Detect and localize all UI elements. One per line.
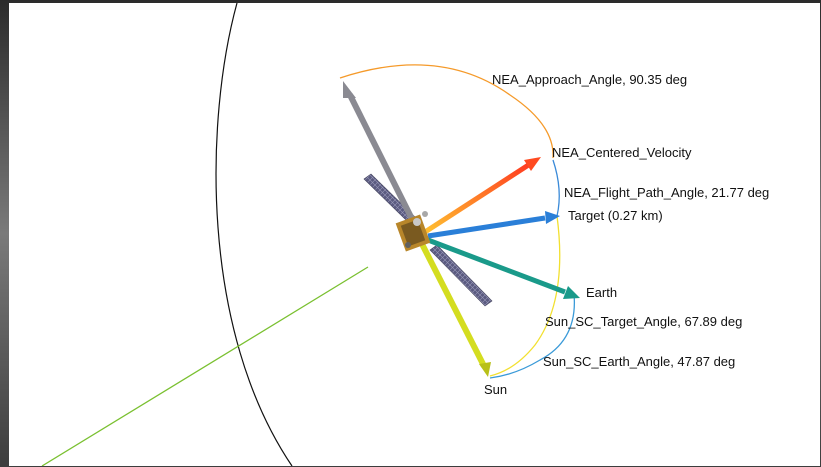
central-body-limb	[215, 3, 293, 466]
velocity-vector	[423, 157, 541, 235]
sun-sc-target-angle-arc	[489, 215, 561, 377]
centered-velocity-label: NEA_Centered_Velocity	[552, 145, 692, 160]
solar-panel-lower	[429, 244, 493, 307]
sun-label: Sun	[484, 382, 507, 397]
3d-viewport[interactable]: NEA_Approach_Angle, 90.35 deg NEA_Center…	[9, 3, 820, 466]
approach-vector	[343, 81, 418, 227]
target-label: Target (0.27 km)	[568, 208, 663, 223]
flight-path-angle-arc	[552, 159, 560, 217]
sun-sc-earth-angle-label: Sun_SC_Earth_Angle, 47.87 deg	[543, 354, 735, 369]
green-line	[41, 266, 369, 466]
approach-angle-label: NEA_Approach_Angle, 90.35 deg	[492, 72, 687, 87]
sun-sc-earth-angle-arc	[489, 293, 576, 379]
earth-vector	[427, 237, 580, 299]
scene-svg: NEA_Approach_Angle, 90.35 deg NEA_Center…	[41, 3, 769, 466]
target-vector	[427, 211, 560, 239]
approach-angle-arc	[339, 64, 554, 159]
earth-label: Earth	[586, 285, 617, 300]
sun-vector	[419, 242, 491, 377]
flight-path-angle-label: NEA_Flight_Path_Angle, 21.77 deg	[564, 185, 769, 200]
sun-sc-target-angle-label: Sun_SC_Target_Angle, 67.89 deg	[545, 314, 742, 329]
spacecraft	[395, 211, 431, 252]
